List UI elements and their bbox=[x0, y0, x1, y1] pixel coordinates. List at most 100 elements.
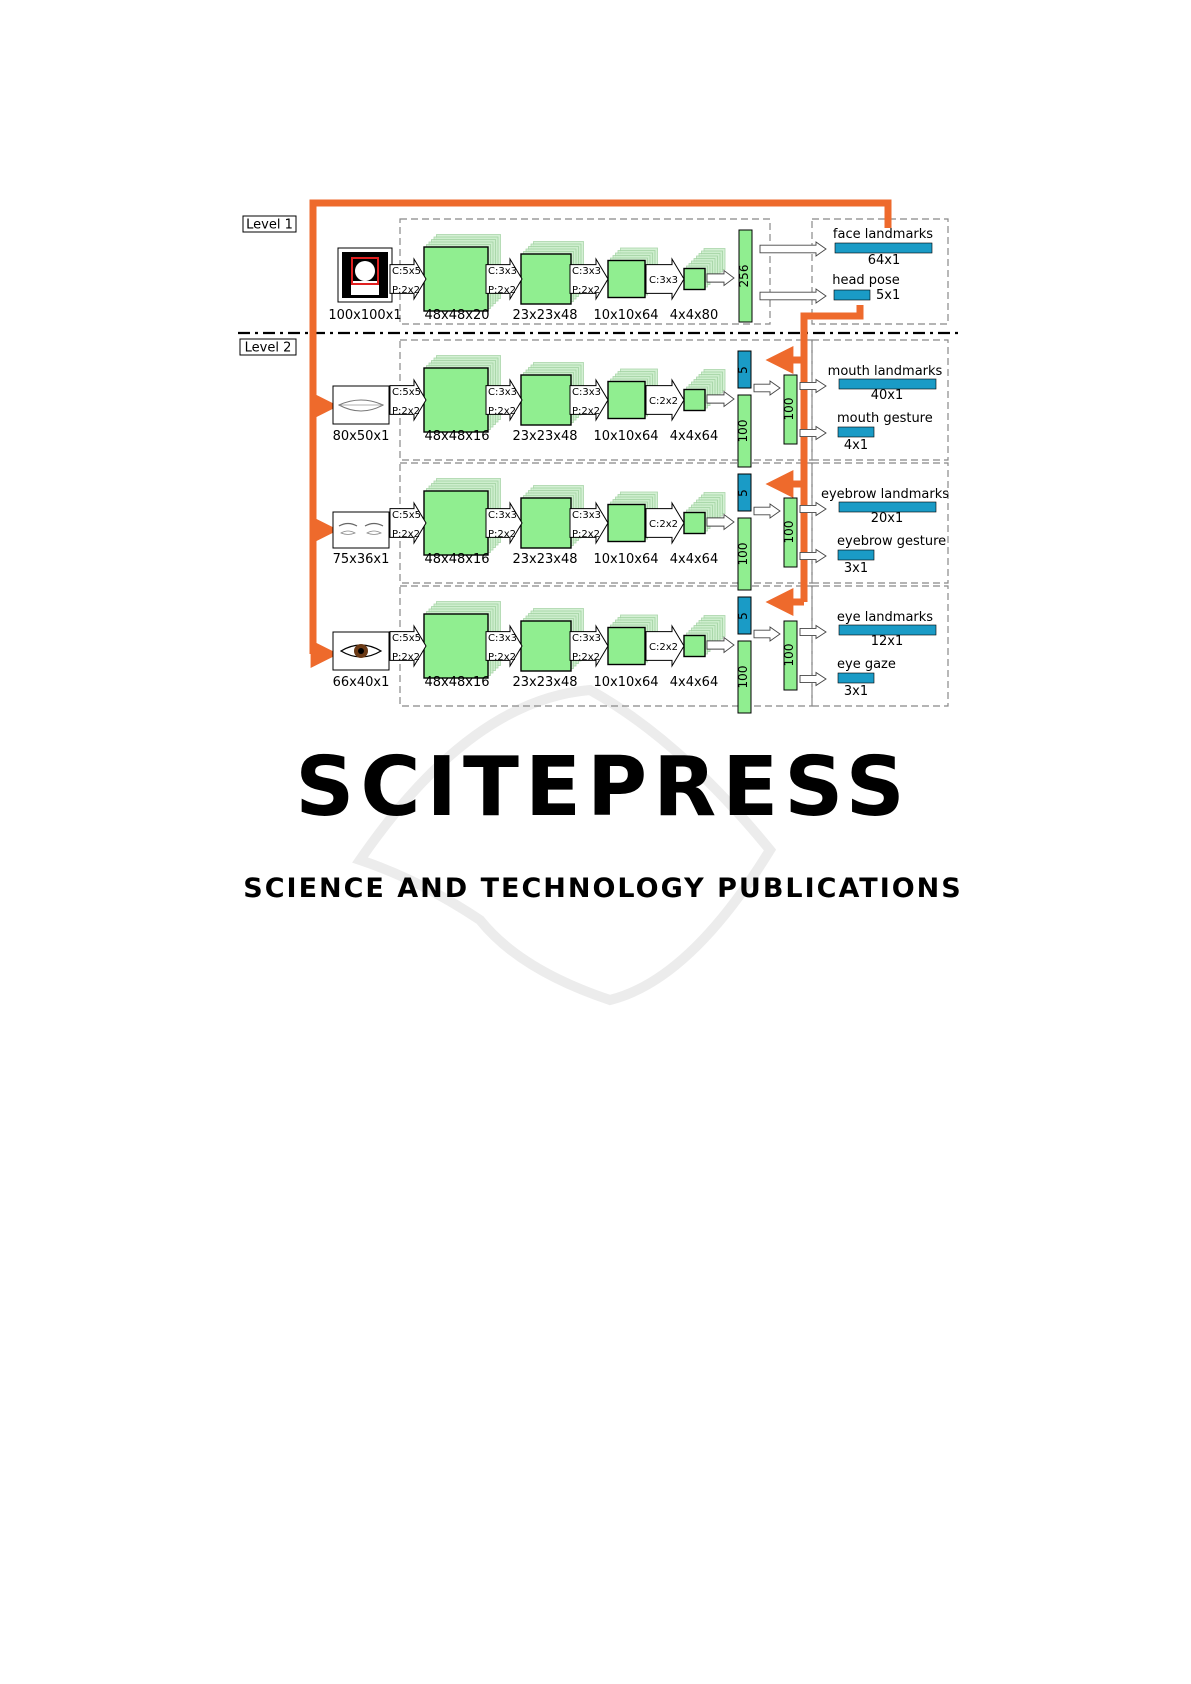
op-label-conv: C:3x3 bbox=[572, 633, 601, 644]
op-label-pool: P:2x2 bbox=[392, 652, 420, 663]
level2-label: Level 2 bbox=[245, 341, 292, 356]
op-label-conv: C:3x3 bbox=[488, 266, 517, 277]
op-label-conv: C:5x5 bbox=[392, 266, 421, 277]
level1-label: Level 1 bbox=[246, 218, 293, 233]
feature-map-main bbox=[607, 626, 646, 666]
conv-stage-0 bbox=[423, 601, 501, 679]
feature-size-label-3: 4x4x80 bbox=[670, 308, 718, 323]
input-image-frame bbox=[332, 511, 390, 549]
conv-stage-3 bbox=[683, 615, 726, 658]
output-bar-1 bbox=[837, 672, 875, 684]
feature-size-label-0: 48x48x16 bbox=[424, 429, 489, 444]
face-crop-icon bbox=[337, 247, 393, 303]
fc-5-bar bbox=[737, 473, 752, 512]
output-bar-1 bbox=[837, 426, 875, 438]
op-arrow-3: C:2x2 bbox=[645, 501, 685, 545]
op-arrow-shape bbox=[389, 624, 427, 668]
feature-map-main bbox=[520, 497, 572, 549]
feature-size-label-3: 4x4x64 bbox=[670, 675, 718, 690]
op-label-pool: P:2x2 bbox=[572, 652, 600, 663]
op-label-conv: C:5x5 bbox=[392, 633, 421, 644]
op-label-pool: P:2x2 bbox=[488, 529, 516, 540]
feature-size-label-1: 23x23x48 bbox=[512, 675, 577, 690]
feature-map-main bbox=[423, 246, 489, 312]
face-bbox bbox=[351, 257, 379, 285]
op-label-conv: C:3x3 bbox=[488, 633, 517, 644]
op-arrow-shape bbox=[389, 378, 427, 422]
feature-map-main bbox=[607, 380, 646, 420]
output-name-1: eyebrow gesture bbox=[837, 534, 946, 549]
op-label-pool: P:2x2 bbox=[392, 285, 420, 296]
op-arrow-shape bbox=[389, 501, 427, 545]
input-size-label: 66x40x1 bbox=[333, 675, 390, 690]
eye-pupil bbox=[358, 648, 364, 654]
op-arrow-shape bbox=[485, 501, 523, 545]
feature-map-main bbox=[683, 388, 706, 412]
feature-map-main bbox=[607, 503, 646, 543]
op-label-conv: C:5x5 bbox=[392, 387, 421, 398]
op-label-conv: C:2x2 bbox=[649, 519, 678, 530]
feature-size-label-3: 4x4x64 bbox=[670, 552, 718, 567]
conv-stage-1 bbox=[520, 362, 584, 426]
feature-size-label-2: 10x10x64 bbox=[593, 429, 658, 444]
output-name-0: eye landmarks bbox=[837, 610, 933, 625]
feature-size-label-1: 23x23x48 bbox=[512, 552, 577, 567]
op-arrow-shape bbox=[645, 257, 685, 301]
to-fc-arrow bbox=[706, 269, 735, 287]
feature-map-main bbox=[683, 634, 706, 658]
fc-256-label: 256 bbox=[737, 265, 751, 288]
to-output-arrow-1 bbox=[799, 425, 827, 441]
output-name-1: mouth gesture bbox=[837, 411, 933, 426]
level1-output-region bbox=[811, 218, 949, 325]
head-pose-feedback-path bbox=[800, 305, 864, 602]
conv-stage-3 bbox=[683, 248, 726, 291]
feature-size-label-2: 10x10x64 bbox=[593, 675, 658, 690]
op-arrow-shape bbox=[569, 257, 609, 301]
feature-size-label-1: 23x23x48 bbox=[512, 308, 577, 323]
to-output-arrow-1 bbox=[799, 548, 827, 564]
fc-100b-bar bbox=[783, 497, 798, 568]
fc-100b-label: 100 bbox=[782, 521, 796, 544]
feature-map-main bbox=[520, 253, 572, 305]
level1-to-level2-input-path bbox=[309, 199, 892, 654]
op-arrow-shape bbox=[645, 378, 685, 422]
op-label-conv: C:3x3 bbox=[488, 387, 517, 398]
output-dim-0: 40x1 bbox=[871, 388, 904, 403]
output-dim-0: 20x1 bbox=[871, 511, 904, 526]
to-fc-arrow bbox=[706, 390, 735, 408]
output-bar-0 bbox=[838, 378, 937, 390]
conv-stage-2 bbox=[607, 247, 658, 299]
fc-100a-label: 100 bbox=[736, 543, 750, 566]
eyebrow-arc-0 bbox=[338, 522, 358, 527]
conv-stage-0 bbox=[423, 478, 501, 556]
op-arrow-3: C:2x2 bbox=[645, 624, 685, 668]
mouth-icon bbox=[332, 385, 390, 425]
conv-stage-1 bbox=[520, 485, 584, 549]
eyebrow-arc-1 bbox=[364, 522, 384, 527]
feature-size-label-0: 48x48x20 bbox=[424, 308, 489, 323]
watermark-title: SCITEPRESS bbox=[295, 740, 910, 835]
to-fc-arrow bbox=[706, 513, 735, 531]
fc-5-bar bbox=[737, 596, 752, 635]
op-arrow-shape bbox=[569, 378, 609, 422]
op-label-conv: C:3x3 bbox=[572, 387, 601, 398]
op-label-pool: P:2x2 bbox=[488, 285, 516, 296]
fc-100a-bar bbox=[737, 640, 752, 714]
output-dim-0: 64x1 bbox=[868, 253, 901, 268]
face-head bbox=[355, 261, 375, 281]
op-arrow-shape bbox=[645, 624, 685, 668]
op-label-pool: P:2x2 bbox=[572, 406, 600, 417]
input-size-label: 100x100x1 bbox=[328, 308, 401, 323]
conv-stage-3 bbox=[683, 492, 726, 535]
mouth-outline bbox=[337, 399, 385, 412]
